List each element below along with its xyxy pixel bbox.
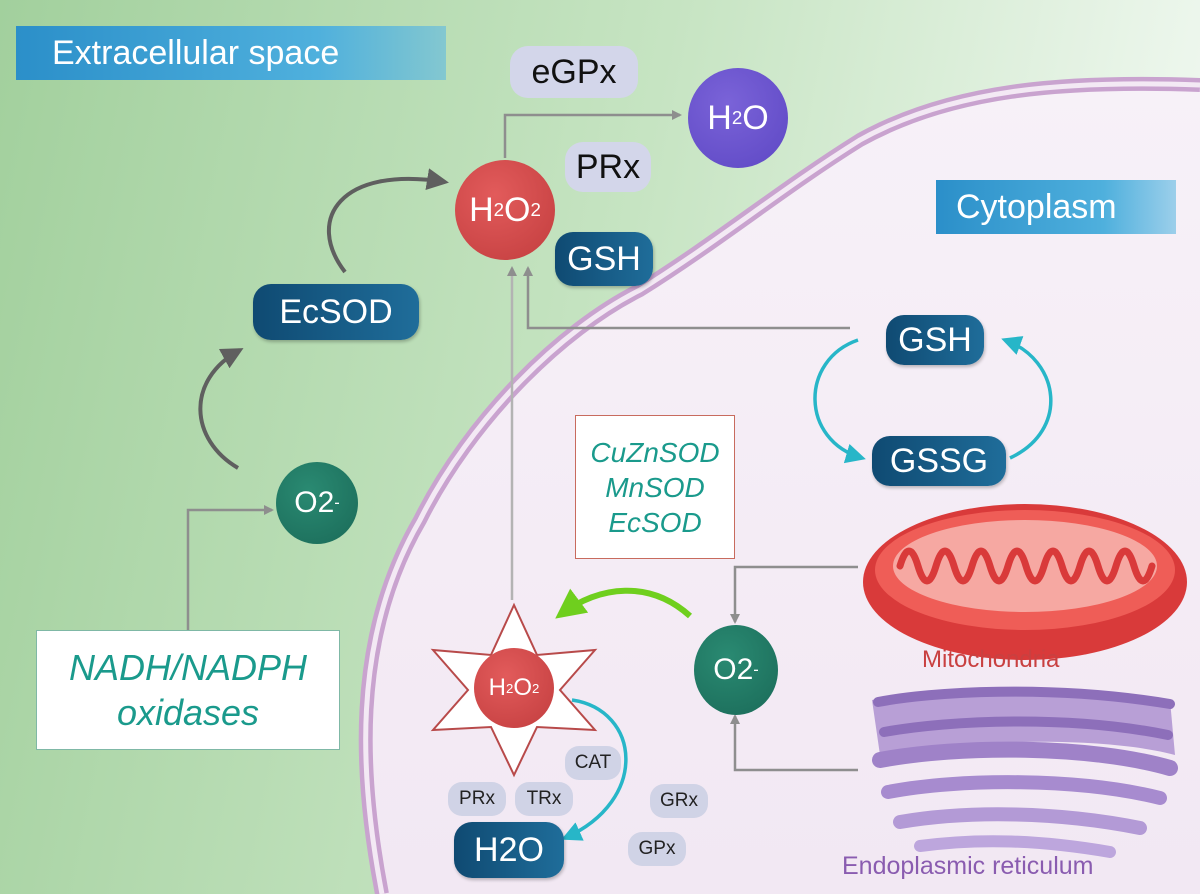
small-enzyme-grx-label: GRx xyxy=(660,790,698,811)
enzyme-gsh-cycle: GSH xyxy=(886,315,984,365)
cell-membrane-inner xyxy=(363,81,1200,894)
molecule-water-intracellular: H2O xyxy=(454,822,564,878)
small-enzyme-prx-label: PRx xyxy=(459,788,495,809)
arrow-er-to-superoxide xyxy=(730,714,858,772)
enzyme-prx: PRx xyxy=(565,142,651,192)
oxidase-box-line1: NADH/NADPH xyxy=(68,647,308,688)
er-label: Endoplasmic reticulum xyxy=(842,852,1094,880)
enzyme-egpx-label: eGPx xyxy=(531,52,617,91)
mitochondria-icon xyxy=(863,504,1187,660)
small-enzyme-gpx: GPx xyxy=(628,832,686,866)
small-enzyme-grx: GRx xyxy=(650,784,708,818)
arrow-superoxide-to-h2o2-sod xyxy=(555,587,693,619)
sod-box: CuZnSOD MnSOD EcSOD xyxy=(575,415,735,559)
enzyme-prx-label: PRx xyxy=(575,147,641,186)
sod-box-line1: CuZnSOD xyxy=(590,436,720,468)
enzyme-ecsod: EcSOD xyxy=(253,284,419,340)
enzyme-gsh-extracellular-label: GSH xyxy=(567,239,641,278)
arrow-mitochondria-to-superoxide xyxy=(730,565,858,624)
arrow-h2o2-to-water-intracellular xyxy=(561,698,628,841)
er-icon xyxy=(872,686,1178,858)
small-enzyme-trx: TRx xyxy=(515,782,573,816)
small-enzyme-gpx-label: GPx xyxy=(638,838,676,859)
enzyme-gsh-extracellular: GSH xyxy=(555,232,653,286)
small-enzyme-cat-label: CAT xyxy=(574,752,612,773)
arrow-gssg-to-gsh xyxy=(1001,336,1053,460)
enzyme-ecsod-label: EcSOD xyxy=(279,292,393,331)
enzyme-gssg-label: GSSG xyxy=(889,441,989,480)
sod-box-line3: EcSOD xyxy=(608,506,702,538)
oxidase-box: NADH/NADPH oxidases xyxy=(36,630,340,750)
oxidase-box-line2: oxidases xyxy=(116,692,260,733)
small-enzyme-prx: PRx xyxy=(448,782,506,816)
small-enzyme-cat: CAT xyxy=(565,746,621,780)
sod-box-line2: MnSOD xyxy=(605,471,705,503)
arrow-h2o2-to-water xyxy=(503,110,682,158)
molecule-superoxide-extracellular: O2- xyxy=(276,462,358,544)
arrow-gsh-to-gssg xyxy=(813,338,866,464)
region-label-extracellular-text: Extracellular space xyxy=(52,33,340,72)
mitochondria-label: Mitochondria xyxy=(922,646,1060,673)
enzyme-egpx: eGPx xyxy=(510,46,638,98)
enzyme-gssg: GSSG xyxy=(872,436,1006,486)
molecule-water-intracellular-label: H2O xyxy=(474,830,544,869)
small-enzyme-trx-label: TRx xyxy=(526,788,562,809)
region-label-extracellular: Extracellular space xyxy=(16,26,446,80)
region-label-cytoplasm-text: Cytoplasm xyxy=(956,187,1117,226)
molecule-superoxide-intracellular: O2- xyxy=(694,625,778,715)
arrow-ecsod-to-h2o2 xyxy=(326,168,449,274)
enzyme-gsh-cycle-label: GSH xyxy=(898,320,972,359)
region-label-cytoplasm: Cytoplasm xyxy=(936,180,1176,234)
arrow-gsh-to-h2o2 xyxy=(523,266,850,330)
arrow-superoxide-to-ecsod xyxy=(198,348,244,470)
arrow-oxidase-to-superoxide xyxy=(186,505,274,630)
